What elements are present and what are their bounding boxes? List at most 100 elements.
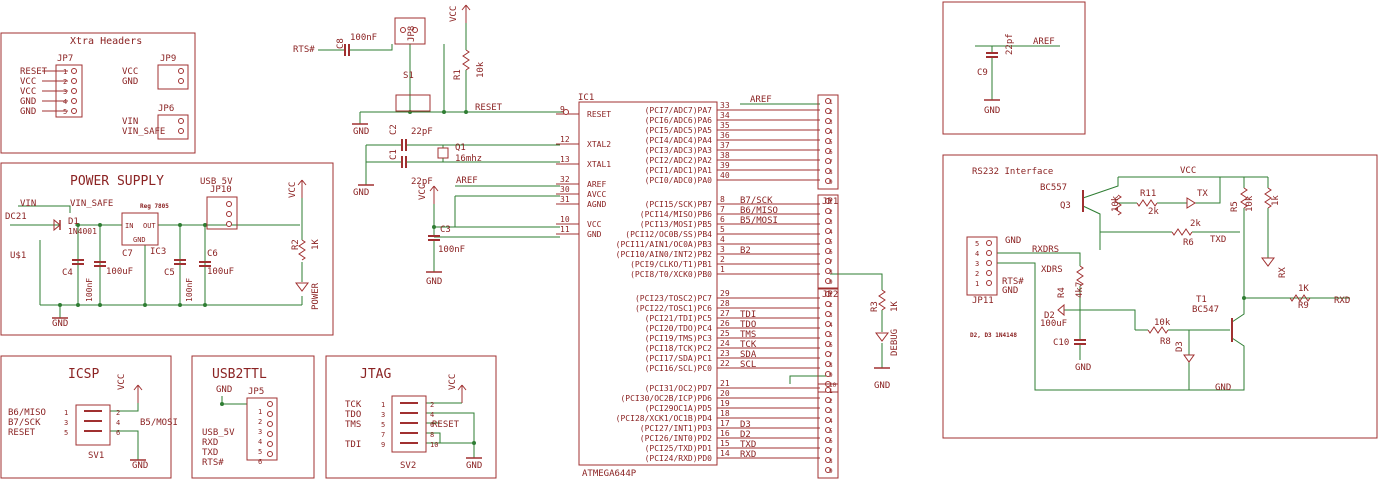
jp1-label: JP1 [822, 197, 838, 207]
resistor [1171, 228, 1193, 236]
jp7-pin-label: GND [20, 107, 36, 117]
pin-circle [563, 109, 569, 115]
ic1-port-pin-name: (PCI5/ADC5)PA5 [645, 126, 713, 135]
pin-circle [825, 407, 831, 413]
pin-circle [825, 341, 831, 347]
ic1-left-pin-number: 30 [560, 185, 570, 194]
header-pin-number: 8 [829, 458, 833, 465]
ic1-port-pin-number: 36 [720, 131, 730, 140]
rxdrs-label: RXDRS [1032, 245, 1059, 255]
pin-circle [178, 68, 184, 74]
pin-circle [825, 128, 831, 134]
t1-gnd-label: GND [1215, 383, 1231, 393]
ic1-port-pin-number: 33 [720, 101, 730, 110]
wire [1064, 309, 1136, 330]
pin-number: 1 [381, 401, 385, 409]
ic1-left-pin-name: XTAL2 [587, 140, 611, 149]
ic1-left-pin-name: GND [587, 230, 602, 239]
header-pin-number: 3 [829, 312, 833, 319]
port-net-label: TMS [740, 330, 756, 340]
header-pin-number: 2 [829, 109, 833, 116]
pin-circle [825, 278, 831, 284]
junction [143, 303, 147, 307]
pin-circle [825, 371, 831, 377]
header-pin-number: 6 [829, 249, 833, 256]
resistor [1147, 326, 1169, 334]
jp7-pin-label: VCC [20, 77, 36, 87]
icsp-left-label: B7/SCK [8, 418, 41, 428]
dc21-label: DC21 [5, 212, 27, 222]
port-net-label: B7/SCK [740, 196, 773, 206]
ic1-left-pin-name: AGND [587, 200, 606, 209]
ic1-port-pin-name: (PCI18/TCK)PC2 [645, 344, 713, 353]
ic1-left-pin-number: 12 [560, 135, 570, 144]
port-net-label: D3 [740, 420, 751, 430]
aref-net-label: AREF [456, 176, 478, 186]
pin-circle [825, 208, 831, 214]
header-pin-number: 1 [829, 199, 833, 206]
jp5-body [246, 397, 278, 461]
header-pin-number: 5 [829, 428, 833, 435]
pin-circle [71, 88, 77, 94]
junction [472, 441, 476, 445]
ic1-port-pin-name: (PCI8/T0/XCK0)PB0 [630, 270, 712, 279]
jp6-body [157, 114, 189, 140]
pin-number: 5 [975, 240, 979, 248]
header-pin-number: 5 [829, 332, 833, 339]
supply-arrow [461, 384, 467, 391]
regulator-body [121, 212, 159, 246]
pin-number: 5 [63, 108, 67, 116]
vin-safe-label: VIN_SAFE [70, 199, 113, 209]
jp-top-header [817, 94, 839, 190]
pin-number: 4 [63, 98, 67, 106]
pin-circle [825, 321, 831, 327]
wire [1082, 205, 1101, 250]
ic1-port-pin-number: 25 [720, 329, 730, 338]
ic1-port-pin-number: 26 [720, 319, 730, 328]
t1-part: BC547 [1192, 305, 1219, 315]
ic1-left-pin-number: 32 [560, 175, 570, 184]
ic1-port-pin-name: (PCI17/SDA)PC1 [645, 354, 713, 363]
pin-circle [71, 68, 77, 74]
icsp-mosi-label: B5/MOSI [140, 418, 178, 428]
ic1-port-pin-name: (PCI27/INT1)PD3 [640, 424, 712, 433]
pin-circle [825, 118, 831, 124]
power-supply-frame [0, 162, 334, 336]
pin-number: 1 [64, 409, 68, 417]
ic1-port-pin-name: (PCI28/XCK1/OC1B)PD4 [616, 414, 713, 423]
wire [1231, 298, 1245, 323]
jtag-frame [325, 355, 497, 479]
header-pin-number: 7 [829, 448, 833, 455]
supply-arrow [133, 384, 139, 391]
pin-circle [178, 128, 184, 134]
reg-out-label: OUT [143, 222, 156, 230]
ic1-port-pin-name: (PCI9/CLKO/T1)PB1 [630, 260, 712, 269]
port-net-label: TXD [740, 440, 756, 450]
jp9-label: JP9 [160, 54, 176, 64]
resistor [878, 289, 886, 311]
pin-number: 6 [258, 458, 262, 466]
c8-value: 100nF [350, 33, 377, 43]
rs232-title: RS232 Interface [972, 167, 1053, 177]
jp8-label: JP8 [407, 26, 417, 42]
r9-value: 1K [1298, 284, 1309, 294]
header-pin-number: 1 [829, 388, 833, 395]
pin-number: 6 [430, 421, 434, 429]
icsp-frame [0, 355, 172, 479]
port-net-label: SDA [740, 350, 757, 360]
q1-value: 16mhz [455, 154, 482, 164]
aref-box-gnd: GND [984, 106, 1000, 116]
r2-label: R2 [291, 239, 301, 250]
ic1-port-pin-name: (PCI4/ADC4)PA4 [645, 136, 713, 145]
power-led [295, 282, 309, 292]
pin-circle [986, 240, 992, 246]
ic1-body [578, 101, 718, 466]
header-pin-number: 6 [829, 149, 833, 156]
pin-number: 4 [975, 250, 979, 258]
rx-resistor-value: 1k [1271, 195, 1281, 206]
ic1-port-pin-name: (PCI21/TDI)PC5 [645, 314, 713, 323]
d2-diode [1057, 303, 1065, 317]
xtra-headers-title: Xtra Headers [70, 36, 142, 47]
wire [997, 252, 1081, 266]
